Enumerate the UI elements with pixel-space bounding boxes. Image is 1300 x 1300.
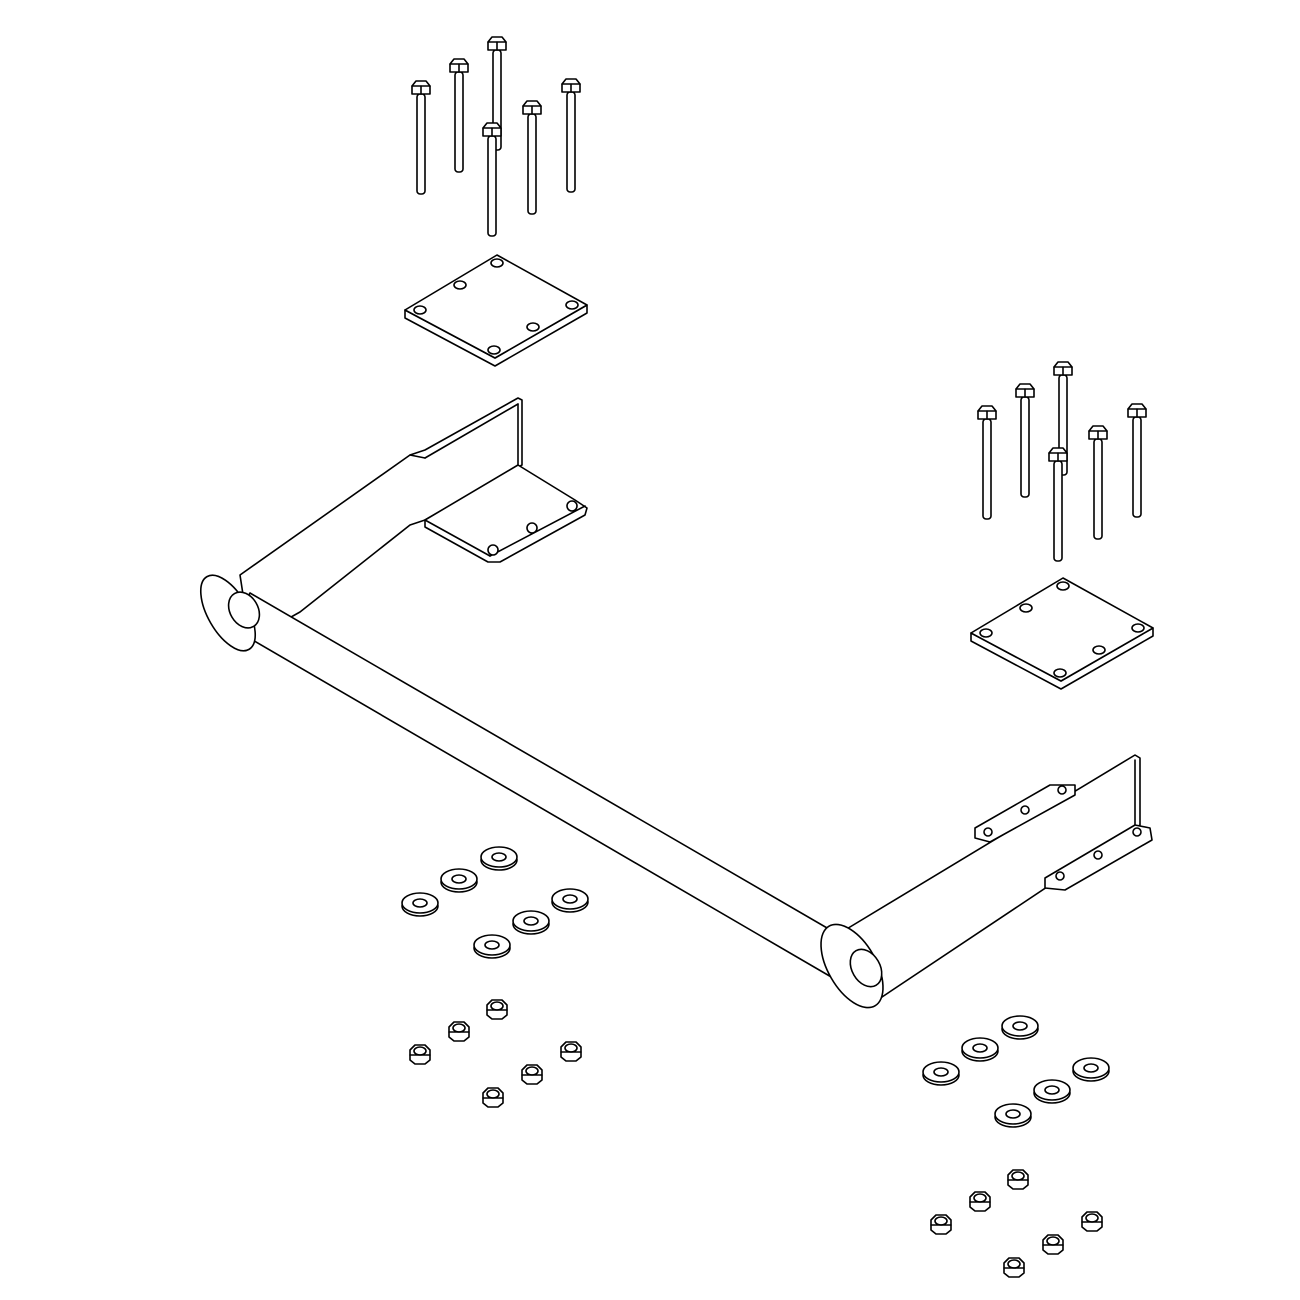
bolt: [449, 58, 469, 173]
bolt: [411, 80, 431, 195]
washer: [440, 868, 478, 893]
bolt: [1088, 425, 1108, 540]
mounting-plate: [404, 254, 588, 367]
nut: [448, 1021, 470, 1042]
bolt: [977, 405, 997, 520]
washer: [1072, 1057, 1110, 1082]
right-arm-plate: [844, 754, 1141, 1006]
nut: [521, 1064, 543, 1085]
washer: [512, 910, 550, 935]
bolt: [1127, 403, 1147, 518]
bolt: [1015, 383, 1035, 498]
nut: [969, 1191, 991, 1212]
washer: [480, 846, 518, 871]
washer: [401, 892, 439, 917]
washer: [551, 888, 589, 913]
washer: [922, 1061, 960, 1086]
mounting-plate: [970, 577, 1154, 690]
nut: [1042, 1234, 1064, 1255]
bolt: [522, 100, 542, 215]
nut: [482, 1087, 504, 1108]
nut: [409, 1044, 431, 1065]
nut: [560, 1041, 582, 1062]
nut: [1003, 1257, 1025, 1278]
washer: [994, 1103, 1032, 1128]
washer: [1033, 1079, 1071, 1104]
bolt: [482, 122, 502, 237]
bolt: [1048, 447, 1068, 562]
washer: [1001, 1015, 1039, 1040]
pivot-hole: [849, 948, 883, 988]
left-bracket-plate: [424, 464, 588, 563]
nut: [1007, 1169, 1029, 1190]
nut: [930, 1214, 952, 1235]
bolt: [561, 78, 581, 193]
washer: [473, 934, 511, 959]
nut: [486, 999, 508, 1020]
washer: [961, 1037, 999, 1062]
nut: [1081, 1211, 1103, 1232]
frame-crossbar: [199, 397, 1153, 1009]
